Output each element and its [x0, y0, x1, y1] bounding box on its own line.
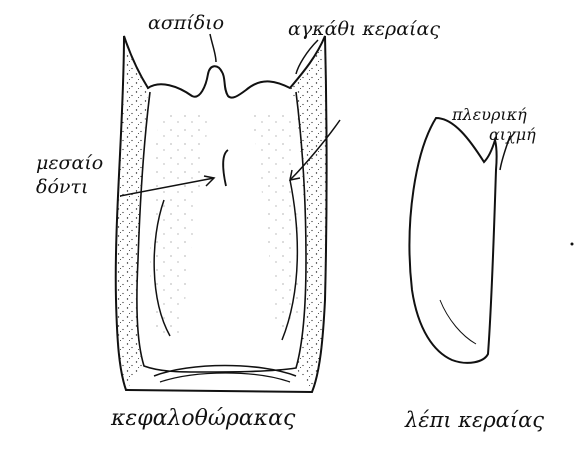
label-donti: δόντι [36, 178, 88, 197]
antennal-scale-figure [409, 118, 496, 363]
label-kefalothorakas: κεφαλοθώρακας [111, 408, 295, 430]
label-mesaio: μεσαίο [36, 154, 103, 173]
dot-mark [571, 243, 574, 246]
label-lepi-keraias: λέπι κεραίας [405, 410, 544, 431]
label-aichmi: αιχμή [489, 127, 536, 143]
label-agkathi-keraias: αγκάθι κεραίας [288, 20, 440, 39]
leader-aspidio [210, 34, 216, 62]
cephalothorax-figure [116, 36, 327, 392]
antennal-scale-outline [409, 118, 496, 363]
label-pleuriki: πλευρική [452, 107, 527, 123]
label-aspidio: ασπίδιο [148, 14, 224, 33]
